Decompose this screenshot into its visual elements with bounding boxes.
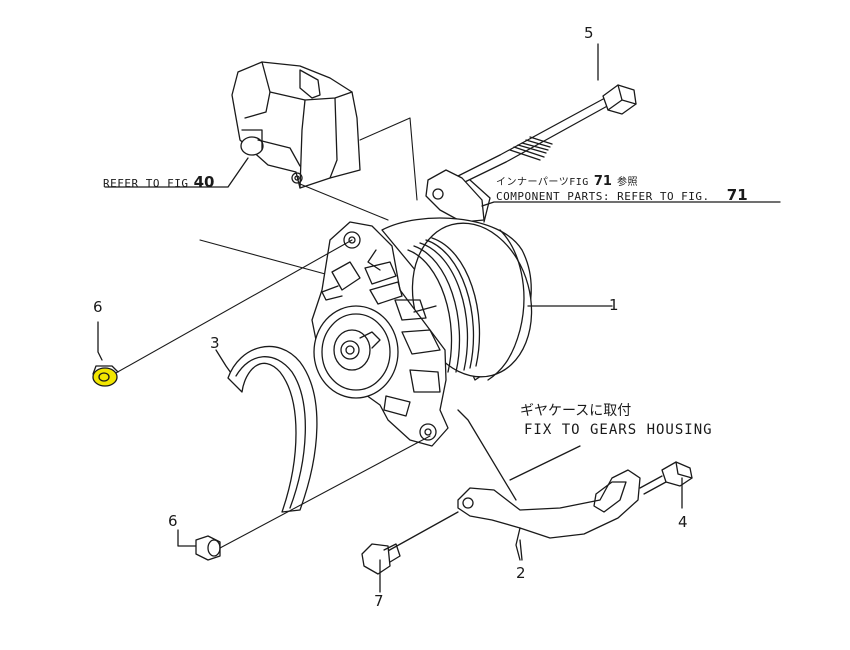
component-parts-en: COMPONENT PARTS: REFER TO FIG. 71 (496, 187, 748, 203)
long-bolt (429, 43, 637, 197)
v-belt (215, 345, 318, 513)
callout-3: 3 (210, 334, 220, 352)
component-parts-leader (481, 201, 781, 207)
callout-7: 7 (374, 592, 384, 610)
fix-note-jp: ギヤケースに取付 (520, 403, 632, 419)
component-parts-jp-suffix: 参照 (617, 177, 639, 188)
small-bolt (361, 511, 459, 593)
bolt-bottom (177, 435, 431, 561)
callout-4: 4 (678, 513, 688, 531)
nut-top (92, 239, 353, 387)
component-parts-jp-number: 71 (593, 174, 612, 189)
refer-fig40-label: REFER TO FIG 40 (103, 174, 214, 190)
callout-1: 1 (609, 296, 619, 314)
component-parts-en-prefix: COMPONENT PARTS: REFER TO FIG. (496, 190, 710, 203)
component-parts-en-number: 71 (726, 186, 748, 204)
bracket-bolt (639, 461, 693, 509)
callout-2-leader (519, 539, 523, 561)
connection-lines (199, 117, 418, 279)
alternator (311, 217, 533, 447)
callout-2: 2 (516, 564, 526, 582)
component-parts-jp: インナーパーツFIG 71 参照 (496, 172, 638, 188)
lower-bracket (457, 409, 641, 561)
refer-fig40-leader (104, 157, 249, 188)
callout-5: 5 (584, 24, 594, 42)
upper-lug (425, 169, 491, 223)
component-parts-jp-prefix: インナーパーツFIG (496, 177, 589, 188)
fix-note-en: FIX TO GEARS HOUSING (524, 422, 713, 438)
callout-6-top: 6 (93, 298, 103, 316)
upper-bracket (231, 61, 361, 189)
refer-fig40-number: 40 (193, 173, 215, 191)
callout-6-bottom: 6 (168, 512, 178, 530)
refer-fig40-prefix: REFER TO FIG (103, 177, 189, 190)
